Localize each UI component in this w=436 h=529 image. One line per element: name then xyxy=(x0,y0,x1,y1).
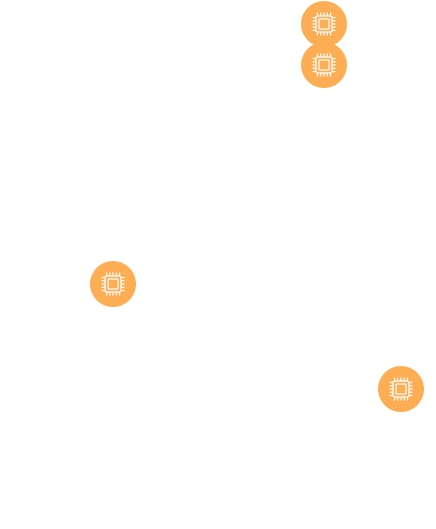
chip-marker[interactable] xyxy=(378,366,424,412)
chip-marker[interactable] xyxy=(301,42,347,88)
cpu-chip-icon xyxy=(388,376,414,402)
cpu-chip-icon xyxy=(100,271,126,297)
cpu-chip-icon xyxy=(311,11,337,37)
cpu-chip-icon xyxy=(311,52,337,78)
chip-marker[interactable] xyxy=(301,1,347,47)
chip-marker[interactable] xyxy=(90,261,136,307)
